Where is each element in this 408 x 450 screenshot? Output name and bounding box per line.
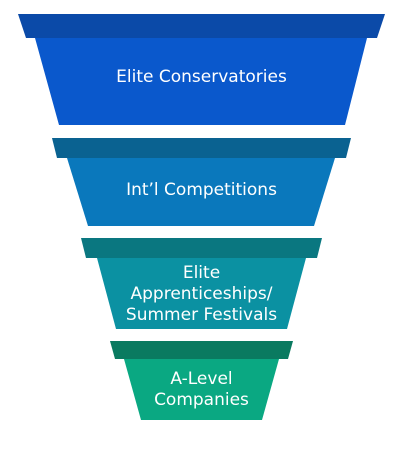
- funnel-tier-2-band: [52, 138, 351, 158]
- funnel-tier-1-label: Elite Conservatories: [116, 67, 287, 87]
- funnel-tier-4-body: [124, 359, 279, 420]
- funnel-tier-3: [81, 238, 322, 329]
- funnel-tier-1-body: [35, 38, 367, 125]
- funnel-tier-3-body: [97, 258, 306, 329]
- funnel-tier-3-label: Elite Apprenticeships/ Summer Festivals: [125, 263, 278, 325]
- funnel-tier-1-band: [18, 14, 385, 38]
- funnel-tier-2-label: Int’l Competitions: [126, 180, 277, 200]
- funnel-tier-4-band: [110, 341, 293, 359]
- funnel-tier-2: [52, 138, 351, 226]
- funnel-tier-4-label: A-Level Companies: [154, 369, 249, 410]
- funnel-tier-3-band: [81, 238, 322, 258]
- funnel-tier-4: [110, 341, 293, 420]
- funnel-tier-1: [18, 14, 385, 125]
- funnel-tier-2-body: [67, 158, 335, 226]
